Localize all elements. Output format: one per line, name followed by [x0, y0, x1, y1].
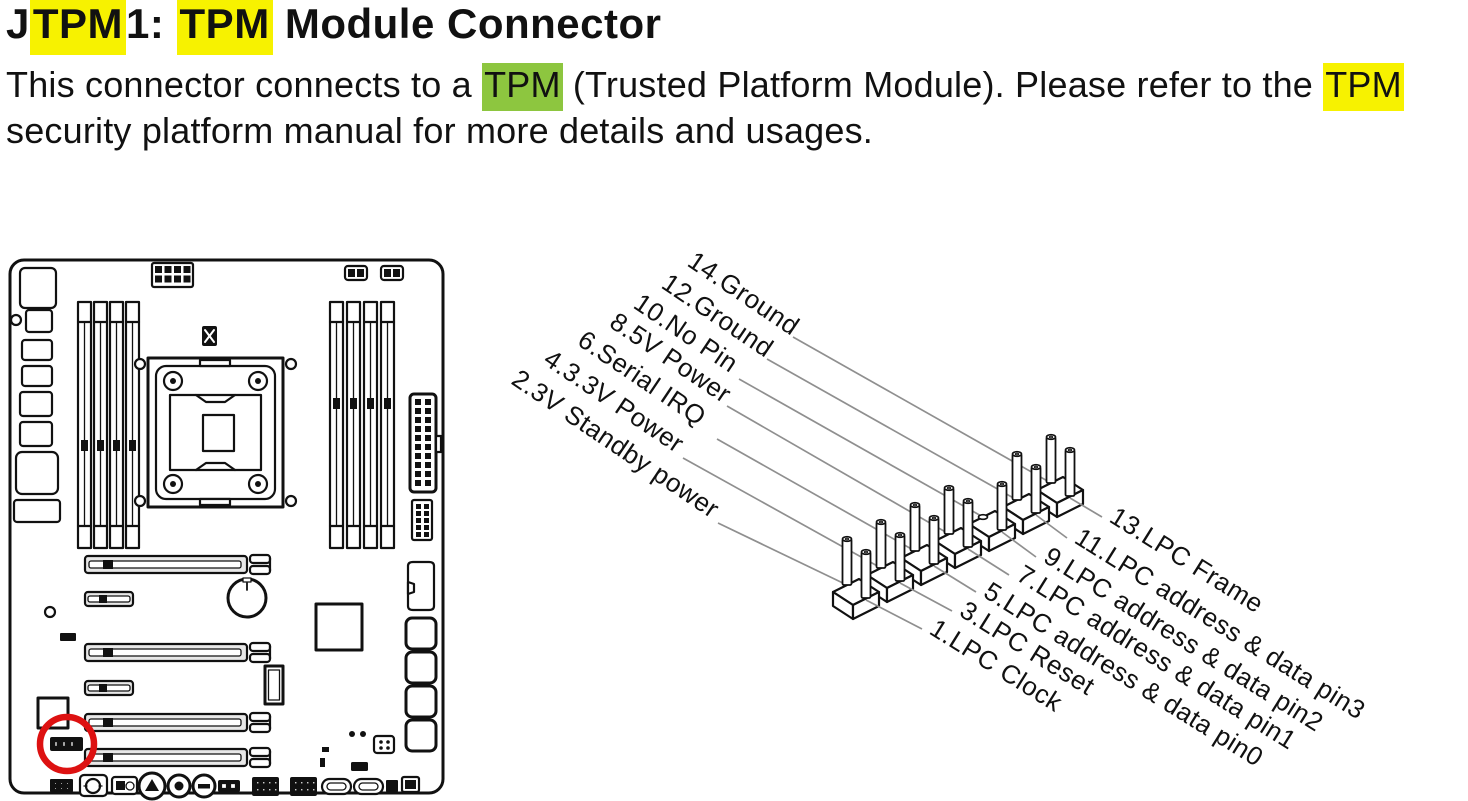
bottom-headers — [50, 771, 421, 801]
connector-diagram: 14.Ground 12.Ground 10.No Pin 8.5V Power… — [8, 245, 1371, 801]
pin-header-diagram: 14.Ground 12.Ground 10.No Pin 8.5V Power… — [507, 245, 1371, 772]
front-panel-header — [410, 498, 434, 542]
pin-header-block-nopin — [967, 480, 1017, 553]
battery — [226, 577, 268, 619]
leader-line-pin9 — [1001, 531, 1037, 558]
m2-connector — [406, 560, 436, 612]
cpu-power-connector — [150, 261, 195, 289]
page-description: This connector connects to a TPM (Truste… — [6, 63, 1404, 151]
leader-line-pin1 — [865, 599, 923, 630]
leader-line-pin3 — [899, 582, 953, 612]
page-title: JTPM1: TPM Module Connector — [6, 0, 662, 55]
jtpm1-highlight-circle — [36, 713, 98, 775]
fan-headers-top — [343, 264, 405, 282]
misc-components — [36, 605, 396, 771]
jtpm1-connector — [36, 713, 98, 775]
leader-line-pin7 — [967, 548, 1010, 576]
chipset — [314, 602, 364, 652]
motherboard-diagram — [8, 258, 445, 801]
leader-line-pin12 — [766, 358, 1018, 501]
missing-pin-hole — [977, 513, 989, 521]
leader-line-pin5 — [933, 565, 977, 593]
cpu-socket — [133, 356, 298, 509]
leader-line-pin2 — [717, 522, 848, 586]
audio-header — [202, 326, 217, 346]
usb3-header — [263, 664, 285, 706]
leader-line-pin11 — [1035, 514, 1068, 539]
io-ports — [9, 266, 62, 524]
pin-labels-top: 14.Ground 12.Ground 10.No Pin 8.5V Power… — [507, 245, 805, 524]
leader-lines-bottom — [865, 497, 1103, 630]
sata-ports — [404, 616, 438, 753]
leader-line-pin10 — [738, 378, 984, 518]
leader-line-pin14 — [792, 336, 1052, 484]
pin-header — [831, 433, 1085, 621]
atx-power-connector — [408, 392, 443, 494]
leader-line-pin13 — [1069, 497, 1103, 518]
